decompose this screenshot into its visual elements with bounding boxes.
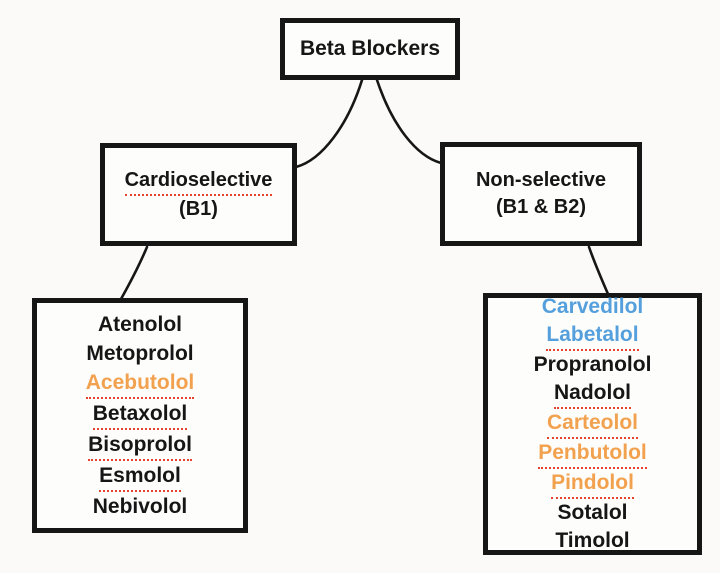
node-beta-blockers-label: Beta Blockers [299, 37, 441, 60]
drug-item: Metoprolol [86, 342, 194, 365]
drug-item: Timolol [555, 529, 630, 552]
drug-item: Atenolol [98, 313, 182, 336]
connector-root-to-nonselective [375, 78, 443, 165]
connector-nonselective-to-list [587, 245, 610, 296]
drug-item: Esmolol [99, 461, 181, 492]
node-nonselective-label: Non-selective [475, 169, 607, 191]
node-cardioselective: Cardioselective (B1) [100, 143, 297, 246]
node-cardioselective-sublabel: (B1) [179, 197, 218, 220]
drug-item: Labetalol [546, 321, 639, 351]
cardioselective-drug-list: Atenolol Metoprolol Acebutolol Betaxolol… [32, 298, 248, 533]
node-nonselective: Non-selective (B1 & B2) [440, 142, 642, 246]
nonselective-drug-list: Carvedilol Labetalol Propranolol Nadolol… [483, 293, 702, 555]
drug-item: Sotalol [557, 501, 628, 524]
drug-item: Propranolol [533, 353, 652, 376]
drug-item: Carteolol [546, 409, 638, 439]
node-beta-blockers: Beta Blockers [280, 18, 460, 80]
drug-item: Acebutolol [85, 368, 195, 399]
drug-item: Pindolol [551, 469, 634, 499]
drug-item: Nadolol [554, 379, 631, 409]
drug-item: Bisoprolol [88, 430, 192, 461]
node-nonselective-sublabel: (B1 & B2) [495, 196, 586, 218]
drug-item: Carvedilol [541, 295, 644, 318]
drug-item: Penbutolol [538, 439, 647, 469]
node-cardioselective-label: Cardioselective [124, 167, 273, 196]
drug-item: Nebivolol [92, 495, 188, 518]
connector-root-to-cardioselective [294, 78, 364, 169]
connector-cardioselective-to-list [119, 245, 149, 301]
drug-item: Betaxolol [92, 399, 188, 430]
